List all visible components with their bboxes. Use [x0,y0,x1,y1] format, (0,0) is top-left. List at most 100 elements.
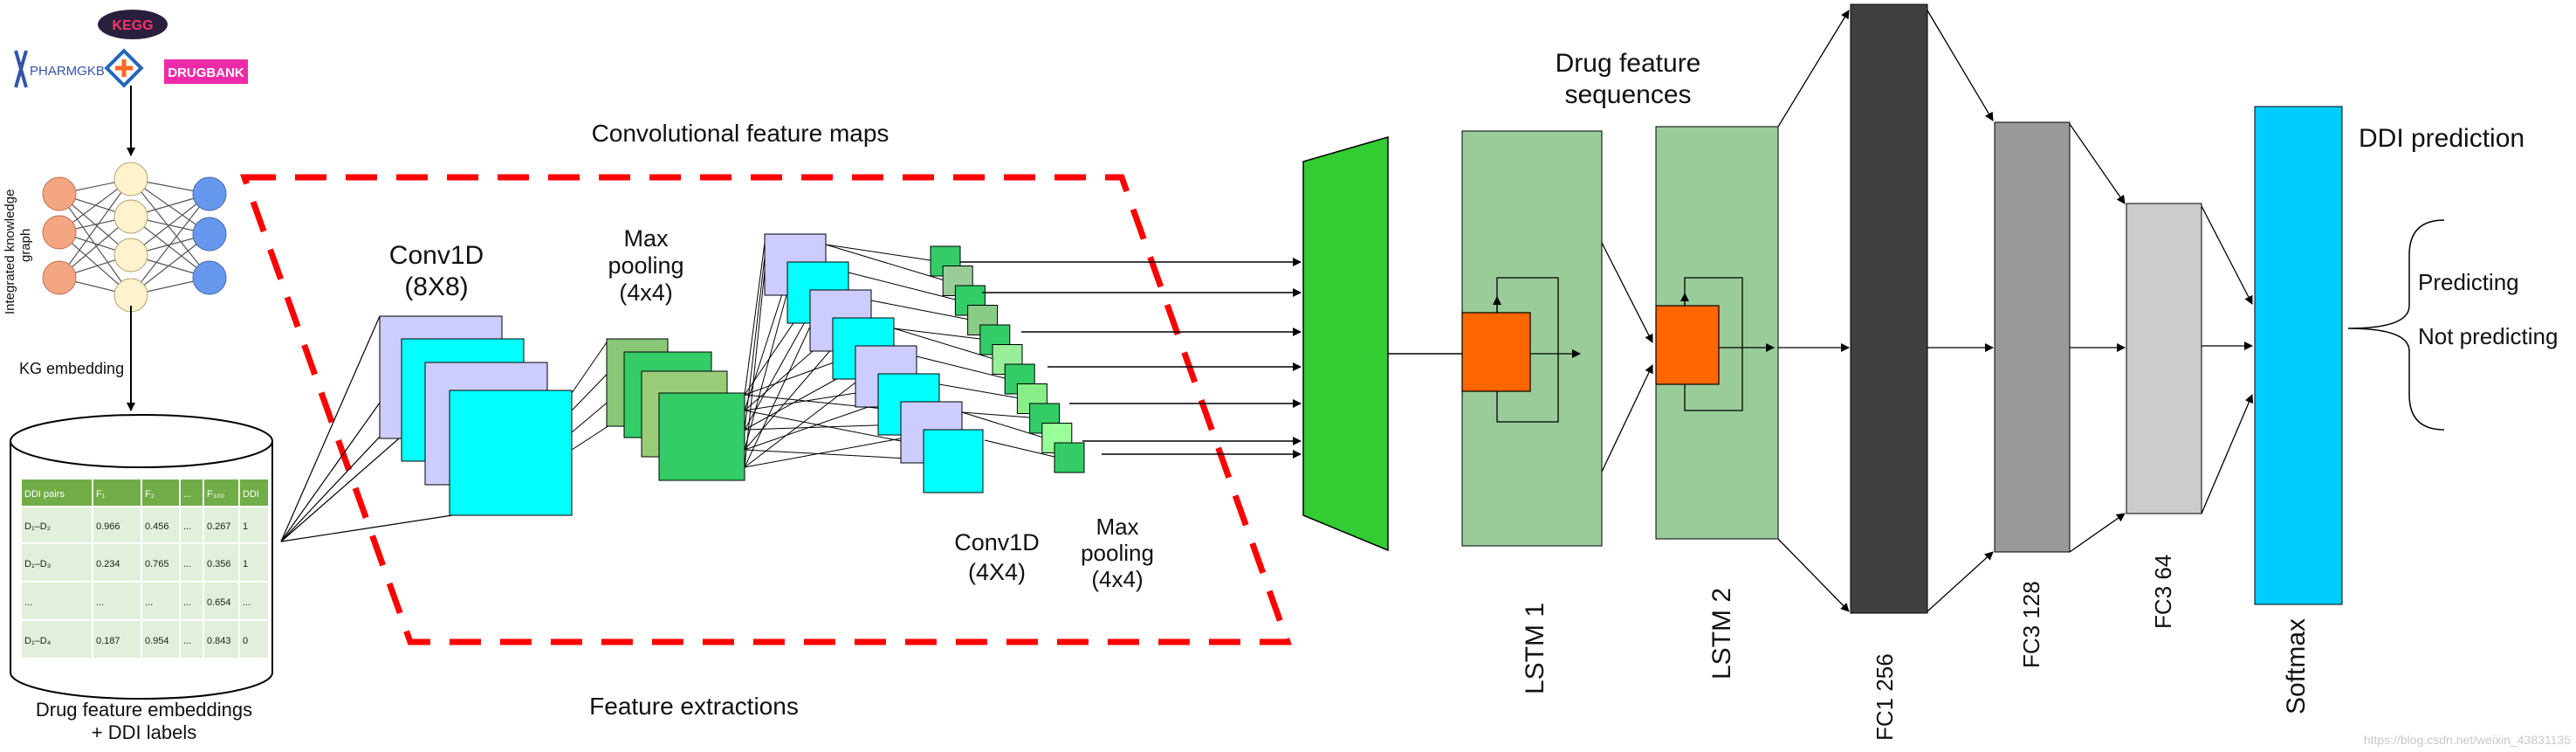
kg-embedding-label: KG embedding [19,360,124,377]
lstm2-to-fc1-top [1777,10,1850,128]
pool2-feature-maps [930,245,1085,473]
output-option-predicting: Predicting [2418,269,2519,295]
table-cell: ... [183,521,191,532]
lstm1-cell [1461,277,1581,423]
pharmgkb-logo-text: PHARMGKB [30,64,105,79]
lstm1-label: LSTM 1 [1521,603,1549,694]
softmax-label: Softmax [2282,618,2311,714]
table-header-cell: DDI [243,489,259,500]
table-cell: 0.843 [207,636,231,646]
fc2-to-fc3-top [2069,123,2126,204]
db-to-conv-lines [280,315,455,542]
pool1-label-line3: (4x4) [619,279,673,306]
kegg-logo: KEGG [98,10,168,39]
fc1-to-fc2-top [1927,10,1994,121]
softmax-layer [2254,106,2343,605]
pool2-label-line1: Max [1096,514,1138,540]
table-header-cell: ... [183,489,191,500]
conv2-map [923,429,984,493]
db-caption-line2: + DDI labels [92,721,196,743]
pool2-map [1054,442,1085,473]
table-cell: 1 [243,559,248,569]
fc3-to-softmax-top [2201,205,2253,305]
table-cell: ... [145,597,153,608]
table-header-cell: F₃₀₀ [207,489,224,500]
table-cell: 0.966 [96,521,120,532]
table-header-cell: F₁ [96,489,106,500]
table-cell: ... [96,597,104,608]
output-option-not-predicting: Not predicting [2418,323,2558,349]
pool1-label-line1: Max [623,225,669,252]
table-cell: 0.765 [145,559,169,569]
kg-output-node [192,260,227,295]
kg-hidden-node [113,162,148,197]
kg-input-node [42,215,77,250]
knowledge-graph-network [42,162,227,313]
table-cell: 0.954 [145,636,169,646]
cnn-title-top: Convolutional feature maps [592,120,890,147]
conv1-feature-maps [379,315,573,516]
table-cell: ... [243,597,251,608]
cnn-title-bottom: Feature extractions [589,693,799,720]
fc2-to-fc3-bottom [2069,513,2126,553]
db-caption-line1: Drug feature embeddings [36,699,252,721]
watermark: https://blog.csdn.net/weixin_43831135 [2364,733,2571,747]
fc3-label: FC3 64 [2150,555,2176,629]
kg-label-line1: Integrated knowledge [3,190,17,314]
fc3-to-softmax-bottom [2201,394,2254,514]
kg-input-node [42,176,77,211]
table-cell: D₁–D₂ [24,521,51,532]
sequences-label-line1: Drug feature [1556,49,1701,78]
fc2-label: FC3 128 [2018,581,2044,668]
kg-output-node [192,217,227,252]
output-title: DDI prediction [2359,124,2524,153]
table-cell: ... [183,636,191,646]
sequences-label-line2: sequences [1564,80,1691,109]
table-cell: ... [183,559,191,569]
lstm2-to-fc1-bottom [1777,538,1850,612]
drugbank-logo: DRUGBANK [164,59,248,84]
table-cell: D₁–D₄ [24,636,52,646]
drugbank-logo-text: DRUGBANK [168,66,244,80]
output-brace [2347,219,2445,431]
conv2-label-line2: (4X4) [968,559,1026,585]
kg-input-node [42,260,77,295]
kg-hidden-node [113,199,148,234]
table-cell: 0 [243,636,248,646]
table-cell: 1 [243,521,248,532]
lstm2-cell [1655,277,1775,411]
conv1-label-line1: Conv1D [389,241,484,270]
pool2-to-flatten-arrows [960,258,1302,459]
table-cell: 0.456 [145,521,169,532]
conv2-feature-maps [764,233,984,493]
fc1-to-fc2-bottom [1927,551,1994,612]
pharmgkb-logo: PHARMGKB [14,50,105,88]
pool1-feature-maps [606,338,745,481]
lstm2-label: LSTM 2 [1707,588,1736,680]
kegg-logo-text: KEGG [112,18,153,33]
conv1-label-line2: (8X8) [404,273,468,301]
table-cell: ... [183,597,191,608]
table-cell: D₁–D₃ [24,559,51,569]
pool2-label-line2: pooling [1081,540,1154,566]
lstm1-to-lstm2-top [1601,242,1653,343]
table-cell: ... [24,597,32,608]
kg-label-line2: graph [18,229,33,262]
pool1-label-line2: pooling [608,252,683,279]
fc2-layer [1994,121,2071,553]
kg-hidden-node [113,238,148,273]
fc1-layer [1850,3,1928,614]
table-header-cell: DDI pairs [24,489,65,500]
lstm1-to-lstm2-bottom [1601,364,1653,473]
cnn-dashed-border [240,174,1292,645]
table-cell: 0.356 [207,559,231,569]
table-cell: 0.654 [207,597,231,608]
table-cell: 0.234 [96,559,120,569]
table-cell: 0.187 [96,636,120,646]
pool2-label-line3: (4x4) [1091,566,1143,592]
fc3-layer [2126,203,2202,514]
medical-cross-logo [104,48,144,88]
